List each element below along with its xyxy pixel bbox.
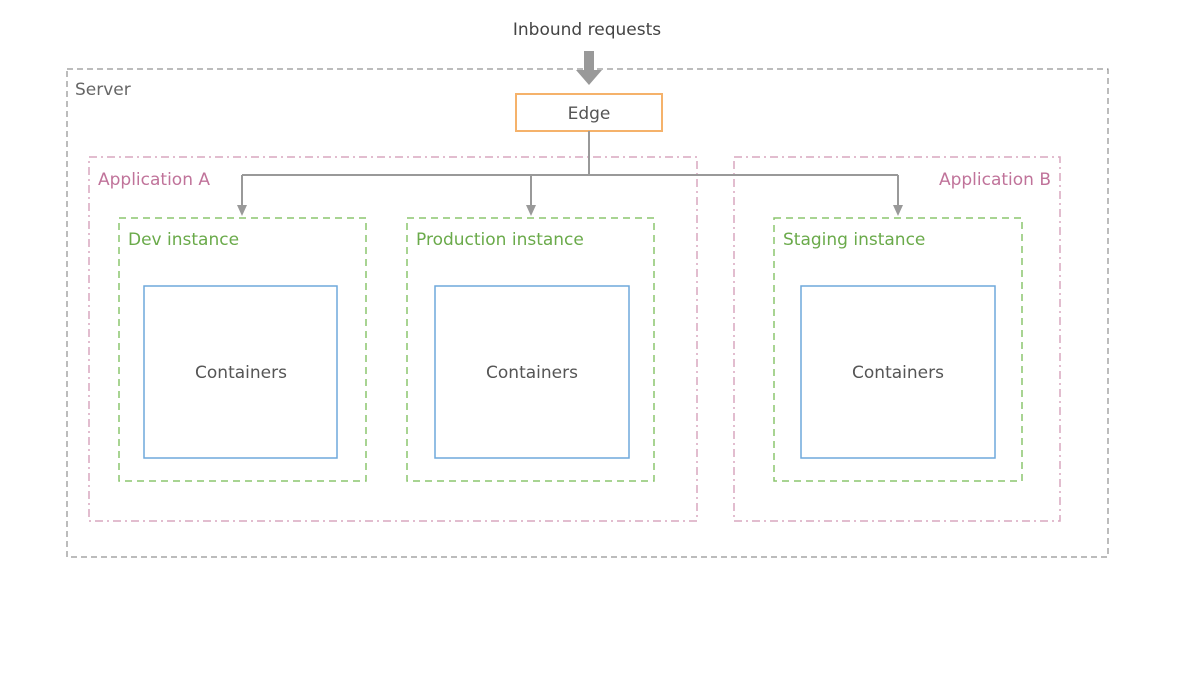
dev-instance-label: Dev instance: [128, 230, 239, 250]
production-containers-label: Containers: [486, 363, 578, 383]
staging-containers-box[interactable]: [800, 285, 996, 459]
arrow-to-staging-icon: [893, 205, 903, 216]
application-b-label: Application B: [939, 170, 1051, 190]
dev-instance-box: [118, 217, 367, 482]
routing-connectors: [237, 131, 903, 216]
arrow-to-dev-icon: [237, 205, 247, 216]
production-instance-label: Production instance: [416, 230, 584, 250]
application-a-label: Application A: [98, 170, 210, 190]
inbound-arrow-icon: [576, 51, 602, 85]
arrow-to-production-icon: [526, 205, 536, 216]
inbound-requests-label: Inbound requests: [513, 20, 661, 40]
staging-instance-box: [773, 217, 1023, 482]
staging-instance-label: Staging instance: [783, 230, 925, 250]
application-b-box: [733, 156, 1061, 522]
dev-containers-label: Containers: [195, 363, 287, 383]
staging-containers-label: Containers: [852, 363, 944, 383]
server-label: Server: [75, 80, 131, 100]
production-instance-box: [406, 217, 655, 482]
dev-containers-box[interactable]: [143, 285, 338, 459]
edge-label: Edge: [568, 104, 611, 124]
production-containers-box[interactable]: [434, 285, 630, 459]
